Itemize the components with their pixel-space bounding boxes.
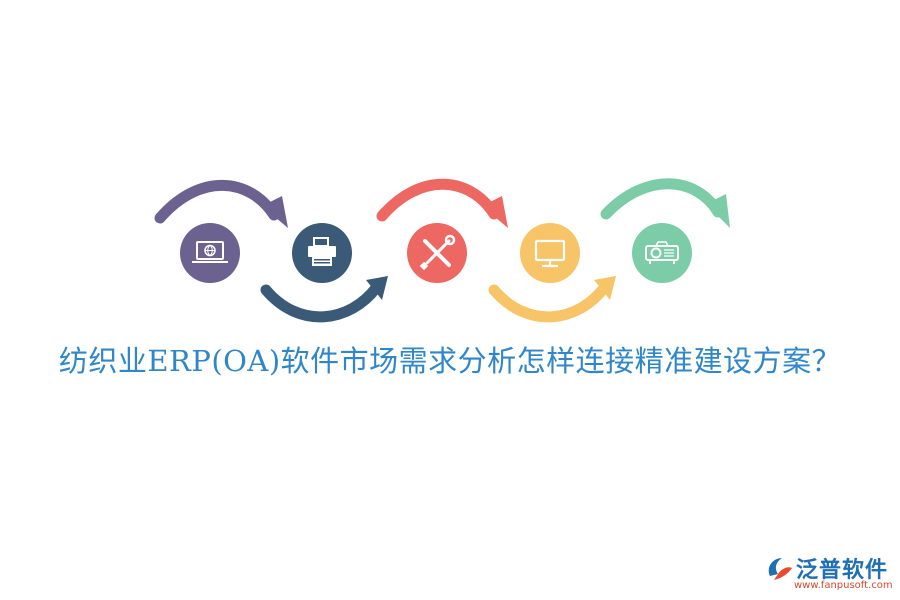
logo-mark-icon — [768, 558, 792, 580]
step-1 — [180, 223, 240, 283]
step-5 — [632, 223, 692, 283]
arrow-1-path — [154, 179, 280, 224]
arrow-2-head — [366, 276, 388, 300]
arrow-1-head — [262, 196, 288, 228]
step-3 — [407, 223, 467, 283]
arrow-5 — [600, 178, 730, 228]
arrow-1 — [154, 179, 288, 228]
logo-url: www.fanpusoft.com — [794, 580, 893, 591]
arrow-4-head — [594, 276, 616, 300]
page-title: 纺织业ERP(OA)软件市场需求分析怎样连接精准建设方案？ — [58, 344, 842, 378]
arrow-4 — [488, 276, 616, 323]
wrench-screwdriver-icon — [419, 234, 456, 271]
step-4-circle — [520, 223, 580, 283]
monitor-icon — [534, 239, 566, 268]
step-1-circle — [180, 223, 240, 283]
arrow-3-head — [482, 196, 508, 228]
arrow-5-path — [600, 178, 724, 220]
step-4 — [520, 223, 580, 283]
arrow-5-head — [706, 194, 730, 228]
arrow-2-path — [260, 282, 382, 323]
brand-logo: 泛普软件 www.fanpusoft.com — [764, 552, 894, 598]
arrow-3-path — [376, 178, 500, 222]
logo-name: 泛普软件 — [796, 558, 889, 583]
step-5-circle — [632, 223, 692, 283]
arrow-4-path — [488, 282, 610, 323]
printer-icon — [308, 237, 336, 266]
arrow-3 — [376, 178, 508, 228]
laptop-globe-icon — [192, 241, 228, 263]
arrow-2 — [260, 276, 388, 323]
projector-icon — [645, 241, 679, 264]
step-2 — [292, 223, 352, 283]
